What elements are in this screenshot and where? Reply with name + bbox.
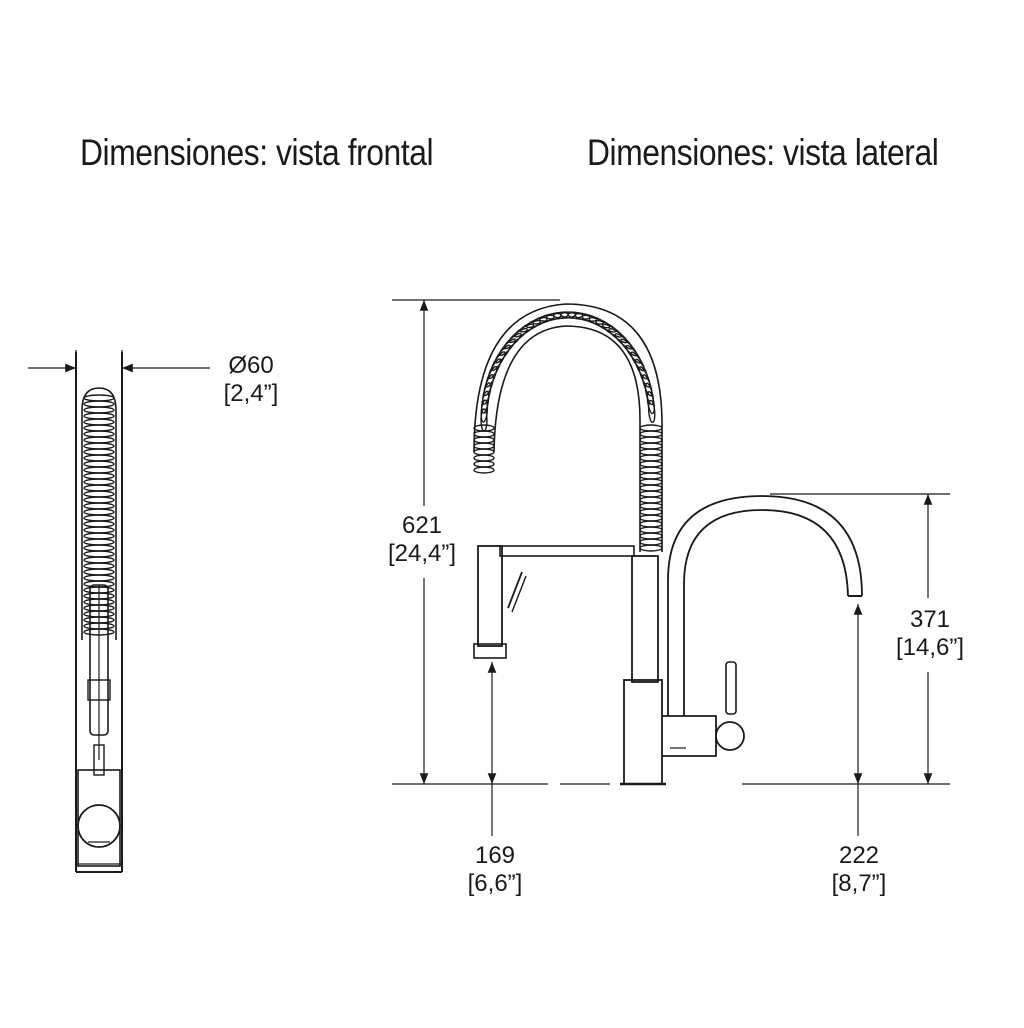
side-dimension-lines [392, 299, 950, 836]
spring-coil [83, 460, 115, 468]
spring-coil [83, 490, 115, 498]
spring-coil [473, 460, 495, 468]
spring-coil [639, 484, 663, 492]
spring-coil [639, 526, 663, 534]
spring-coil [641, 374, 653, 397]
spring-coil [473, 466, 495, 474]
spring-coil [639, 508, 663, 516]
spring-coil [83, 556, 115, 564]
spring-coil [639, 424, 663, 432]
spring-coil [639, 490, 663, 498]
spring-coil [473, 454, 495, 462]
spring-coil [83, 520, 115, 528]
diameter-mm: Ø60 [228, 352, 274, 379]
spray-height-inch: [6,6”] [467, 870, 523, 897]
spring-coil [639, 442, 663, 450]
spring-coil [83, 472, 115, 480]
spring-coil [513, 323, 535, 338]
spring-coil [83, 394, 115, 402]
spout-height-inch: [14,6”] [895, 634, 965, 661]
spring-coil [83, 568, 115, 576]
spring-coil [83, 430, 115, 438]
spring-coil [473, 442, 495, 450]
diameter-inch: [2,4”] [223, 380, 279, 407]
spring-coil [83, 418, 115, 426]
spring-coil [83, 562, 115, 570]
spring-coil [83, 544, 115, 552]
spring-coil [639, 448, 663, 456]
spray-height-label: 169 [6,6”] [452, 842, 538, 898]
spring-coil [646, 391, 655, 415]
front-view-faucet [75, 352, 123, 873]
spring-coil [83, 406, 115, 414]
spring-coil [639, 478, 663, 486]
spring-coil [83, 514, 115, 522]
spring-coil [588, 317, 611, 329]
spring-coil [473, 448, 495, 456]
spring-coil [83, 466, 115, 474]
total-height-mm: 621 [401, 512, 443, 539]
spring-coil [83, 424, 115, 432]
spring-coil [83, 442, 115, 450]
spring-coil [639, 472, 663, 480]
spring-coil [602, 323, 623, 338]
spring-coil [519, 319, 541, 333]
spring-coil [473, 424, 495, 432]
spring-coil [473, 436, 495, 444]
spring-coil [644, 382, 655, 406]
spring-coil [83, 550, 115, 558]
spring-coil [639, 532, 663, 540]
side-view-faucet [473, 303, 863, 786]
spring-coil [608, 328, 628, 344]
spring-coil [639, 514, 663, 522]
spring-coil [639, 466, 663, 474]
spout-height-label: 371 [14,6”] [884, 606, 976, 662]
spring-coil [639, 436, 663, 444]
spring-coil [473, 430, 495, 438]
spring-coil [639, 460, 663, 468]
spout-reach-label: 222 [8,7”] [818, 842, 900, 898]
spring-coil [639, 454, 663, 462]
spring-coil [83, 484, 115, 492]
spring-coil [83, 496, 115, 504]
spring-coil [83, 454, 115, 462]
spring-coil [639, 520, 663, 528]
spring-coil [639, 496, 663, 504]
spring-coil [647, 399, 656, 424]
spout-height-mm: 371 [909, 606, 951, 633]
spring-coil [83, 436, 115, 444]
spring-coil [83, 532, 115, 540]
spring-coil [639, 544, 663, 552]
spring-coil [639, 502, 663, 510]
diameter-dimension-line [28, 350, 210, 378]
spring-coil [83, 502, 115, 510]
spring-coil [639, 430, 663, 438]
spring-coil [639, 538, 663, 546]
spring-coil [83, 412, 115, 420]
spout-reach-inch: [8,7”] [831, 870, 887, 897]
spring-coil [83, 448, 115, 456]
side-view-title: Dimensiones: vista lateral [587, 132, 939, 173]
total-height-label: 621 [24,4”] [376, 512, 468, 568]
spring-coil [83, 574, 115, 582]
spray-height-mm: 169 [474, 842, 516, 869]
diameter-label: Ø60 [2,4”] [210, 352, 292, 408]
spring-coil [83, 400, 115, 408]
spring-coil [83, 508, 115, 516]
spout-reach-mm: 222 [838, 842, 880, 869]
spring-coil [508, 327, 528, 344]
side-spring-coils [473, 311, 663, 552]
front-view-title: Dimensiones: vista frontal [80, 132, 434, 173]
spring-coil [83, 526, 115, 534]
total-height-inch: [24,4”] [387, 540, 457, 567]
spring-coil [83, 538, 115, 546]
spring-coil [83, 478, 115, 486]
